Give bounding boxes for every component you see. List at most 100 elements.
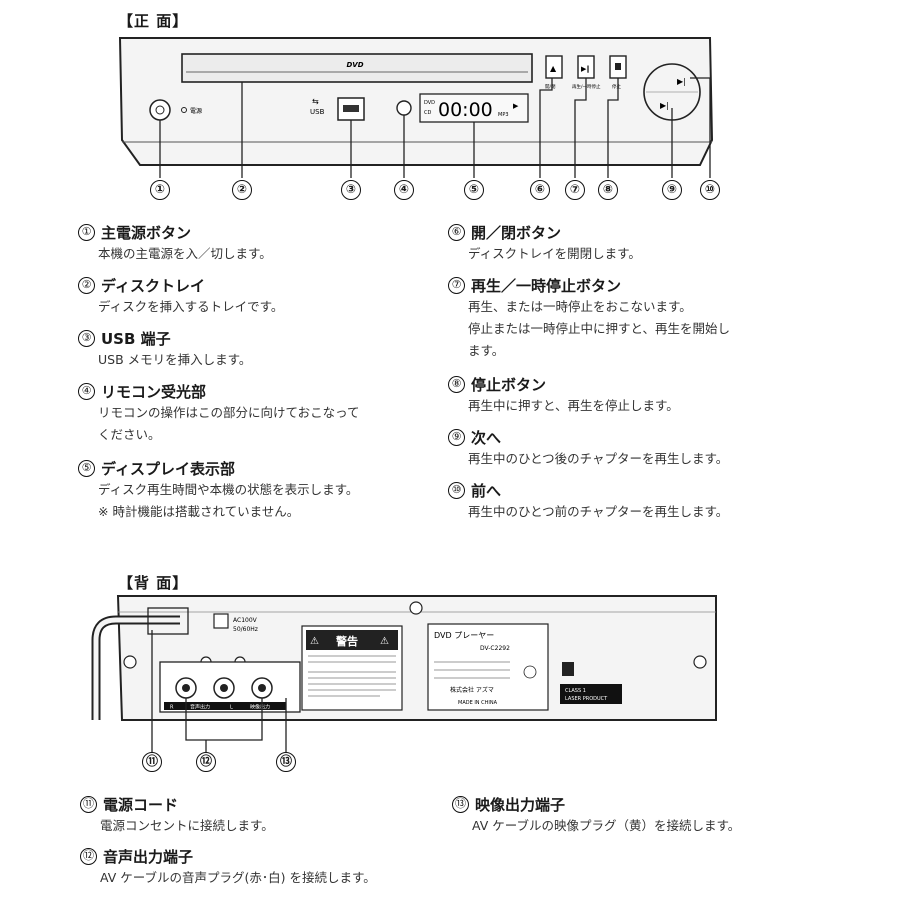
callout-8: ⑧: [598, 180, 618, 200]
play-pause-icon: ▶‖: [581, 65, 590, 73]
audio-output-label: 音声出力: [190, 704, 210, 711]
laser-product: LASER PRODUCT: [565, 696, 608, 702]
front-item-7: ⑦ 再生／一時停止ボタン 再生、または一時停止をおこないます。 停止または一時停止…: [448, 275, 730, 362]
front-item-3: ③ USB 端子 USB メモリを挿入します。: [78, 328, 251, 371]
item-number: ⑦: [448, 277, 465, 294]
display-digits: 00:00: [438, 99, 493, 121]
front-panel-illustration: DVD 電源 USB ⇆ DVD CD 00:00 MP3 ▶ ▲ 開/閉 ▶‖…: [118, 37, 714, 178]
laser-class: CLASS 1: [565, 688, 586, 694]
item-title: USB 端子: [101, 330, 171, 348]
warning-icon: ⚠: [310, 636, 319, 647]
item-title: 停止ボタン: [471, 376, 547, 394]
item-desc: 再生中のひとつ前のチャプターを再生します。: [468, 504, 729, 519]
callout-4: ④: [394, 180, 414, 200]
item-title: ディスプレイ表示部: [101, 460, 235, 478]
item-number: ⑩: [448, 482, 465, 499]
item-desc: 再生中に押すと、再生を停止します。: [468, 398, 679, 413]
item-title: 電源コード: [103, 796, 179, 814]
video-output-label: 映像出力: [250, 704, 270, 711]
open-close-button[interactable]: [545, 55, 563, 79]
power-label: 電源: [190, 107, 202, 115]
item-number: ⑤: [78, 460, 95, 477]
front-item-2: ② ディスクトレイ ディスクを挿入するトレイです。: [78, 275, 283, 318]
back-panel-illustration: AC100V 50/60Hz R 音声出力 L 映像出力 ⚠ 警告 ⚠ DVD …: [91, 595, 717, 752]
item-number: ⑨: [448, 429, 465, 446]
next-icon[interactable]: ▶|: [660, 101, 669, 110]
callout-3: ③: [341, 180, 361, 200]
front-item-10: ⑩ 前へ 再生中のひとつ前のチャプターを再生します。: [448, 480, 728, 523]
display-window: [419, 93, 529, 123]
item-desc: AV ケーブルの音声プラグ(赤･白) を接続します。: [100, 870, 376, 885]
item-number: ②: [78, 277, 95, 294]
power-button[interactable]: [149, 99, 171, 121]
callout-11: ⑪: [142, 752, 162, 772]
callout-13: ⑬: [276, 752, 296, 772]
callout-10: ⑩: [700, 180, 720, 200]
item-desc: ディスクを挿入するトレイです。: [98, 299, 284, 314]
item-number: ⑬: [452, 796, 469, 813]
item-title: ディスクトレイ: [101, 277, 205, 295]
display-cd: CD: [424, 110, 431, 116]
usb-icon: ⇆: [312, 97, 319, 106]
prev-icon[interactable]: ▶|: [677, 77, 686, 86]
item-desc: ます。: [468, 343, 505, 358]
front-item-4: ④ リモコン受光部 リモコンの操作はこの部分に向けておこなって ください。: [78, 381, 360, 446]
laser-label: [560, 684, 622, 704]
warning-title: 警告: [335, 634, 358, 648]
disc-logo: DVD: [346, 61, 363, 69]
item-title: 再生／一時停止ボタン: [471, 277, 622, 295]
callout-2: ②: [232, 180, 252, 200]
callout-5: ⑤: [464, 180, 484, 200]
item-number: ⑪: [80, 796, 97, 813]
item-desc: ディスクトレイを開閉します。: [468, 246, 641, 261]
item-title: 主電源ボタン: [101, 224, 192, 242]
item-desc: 停止または一時停止中に押すと、再生を開始し: [468, 321, 731, 336]
item-desc: USB メモリを挿入します。: [98, 352, 252, 367]
item-number: ③: [78, 330, 95, 347]
item-desc: AV ケーブルの映像プラグ（黄）を接続します。: [472, 818, 741, 833]
stop-icon: [615, 63, 621, 70]
front-item-8: ⑧ 停止ボタン 再生中に押すと、再生を停止します。: [448, 374, 679, 417]
callout-1: ①: [150, 180, 170, 200]
item-number: ⑥: [448, 224, 465, 241]
eject-icon: ▲: [550, 64, 557, 73]
warning-icon-right: ⚠: [380, 636, 389, 647]
item-desc: リモコンの操作はこの部分に向けておこなって: [98, 405, 360, 420]
back-item-11: ⑪ 電源コード 電源コンセントに接続します。: [80, 794, 274, 837]
callout-7: ⑦: [565, 180, 585, 200]
item-number: ④: [78, 383, 95, 400]
item-number: ⑧: [448, 376, 465, 393]
item-desc: ※ 時計機能は搭載されていません。: [98, 504, 300, 519]
open-close-label: 開/閉: [545, 84, 556, 90]
stop-label: 停止: [612, 83, 621, 90]
item-desc: 電源コンセントに接続します。: [100, 818, 274, 833]
front-section-title: 【正 面】: [118, 12, 189, 30]
rating-label: [427, 623, 549, 711]
item-title: 開／閉ボタン: [471, 224, 562, 242]
item-number: ⑫: [80, 848, 97, 865]
display-mp3: MP3: [498, 112, 509, 118]
front-item-5: ⑤ ディスプレイ表示部 ディスク再生時間や本機の状態を表示します。 ※ 時計機能は…: [78, 458, 358, 523]
item-desc: 再生、または一時停止をおこないます。: [468, 299, 692, 314]
item-desc: ください。: [98, 427, 161, 442]
callout-9: ⑨: [662, 180, 682, 200]
item-title: リモコン受光部: [101, 383, 207, 401]
item-desc: 本機の主電源を入／切します。: [98, 246, 272, 261]
rating-model: DV-C2292: [480, 645, 510, 652]
power-freq: 50/60Hz: [233, 626, 258, 633]
display-dvd: DVD: [424, 100, 435, 106]
callout-12: ⑫: [196, 752, 216, 772]
item-title: 次へ: [471, 429, 502, 447]
item-desc: ディスク再生時間や本機の状態を表示します。: [98, 482, 359, 497]
item-title: 前へ: [471, 482, 502, 500]
front-item-1: ① 主電源ボタン 本機の主電源を入／切します。: [78, 222, 272, 265]
usb-label: USB: [310, 108, 325, 116]
back-section-title: 【背 面】: [118, 574, 189, 592]
rating-made: MADE IN CHINA: [458, 700, 498, 706]
display-play-icon: ▶: [513, 102, 519, 110]
item-number: ①: [78, 224, 95, 241]
ir-sensor: [396, 100, 412, 116]
